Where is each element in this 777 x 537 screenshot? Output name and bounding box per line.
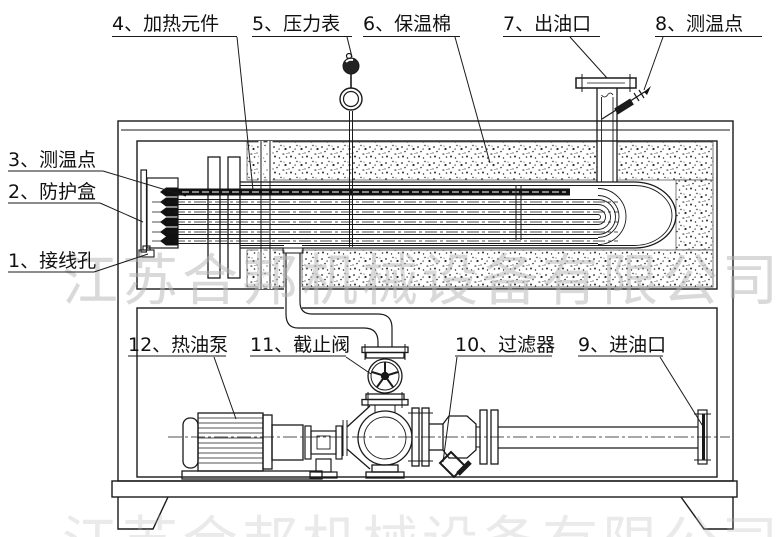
label-6: 6、保温棉 [363, 13, 451, 35]
furnace-housing [111, 120, 738, 498]
insulation-wool [246, 141, 714, 288]
watermark-text: 江苏合邦机械设备有限公司 [62, 249, 777, 314]
heating-element-tubes [152, 185, 627, 245]
pressure-gauge [339, 52, 363, 247]
oil-filter-strainer [429, 409, 499, 479]
label-1: 1、接线孔 [8, 250, 96, 272]
wiring-hole-fitting [138, 245, 155, 258]
watermark-text-partial: 江苏合邦机械设备有限公司 [62, 511, 777, 537]
label-11: 11、截止阀 [250, 334, 350, 356]
heater-terminals [160, 187, 178, 246]
label-4: 4、加热元件 [112, 13, 219, 35]
hanger-bracket [258, 141, 273, 289]
hot-oil-pump-motor [181, 412, 323, 480]
label-7: 7、出油口 [503, 13, 591, 35]
watermark-bottom: 江苏合邦机械设备有限公司 [62, 511, 777, 537]
support-feet [117, 496, 734, 530]
coupling [304, 425, 343, 479]
heater-flange [207, 156, 241, 279]
label-9: 9、进油口 [578, 334, 666, 356]
pump-volute [342, 405, 433, 479]
label-3: 3、测温点 [8, 149, 96, 171]
oil-outlet [575, 74, 637, 182]
part-labels: 4、加热元件 5、压力表 6、保温棉 7、出油口 8、测温点 3、测温点 2、防… [8, 13, 743, 356]
label-10: 10、过滤器 [455, 334, 555, 356]
label-5: 5、压力表 [252, 13, 340, 35]
leader-lines [8, 36, 762, 463]
stop-valve [361, 344, 409, 408]
label-8: 8、测温点 [655, 13, 743, 35]
watermark: 江苏合邦机械设备有限公司 [62, 249, 777, 314]
oil-inlet-pipe [498, 409, 711, 465]
label-2: 2、防护盒 [8, 181, 96, 203]
label-12: 12、热油泵 [128, 334, 228, 356]
thermometer-probe [601, 86, 651, 120]
oil-down-pipe [282, 247, 393, 347]
tank-shell [240, 181, 677, 249]
